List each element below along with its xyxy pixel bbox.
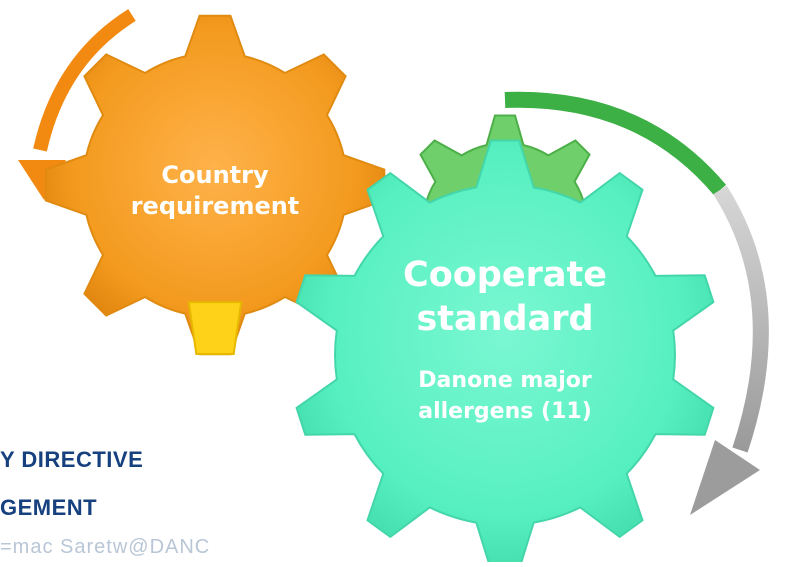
footer-directive-text: Y DIRECTIVE — [0, 447, 144, 472]
footer-safety-text: =mac Saretw@DANC — [0, 536, 211, 558]
country-requirement-label: Country requirement — [130, 161, 300, 220]
footer-management-text: GEMENT — [0, 495, 98, 520]
green-grey-cycle-arrow — [504, 91, 769, 515]
danone-allergens-subtitle: Danone major allergens (11) — [418, 368, 592, 424]
orange-gear — [44, 14, 386, 356]
cooperate-standard-title: Cooperate standard — [403, 255, 607, 339]
corporate-standard-gear — [295, 139, 715, 567]
